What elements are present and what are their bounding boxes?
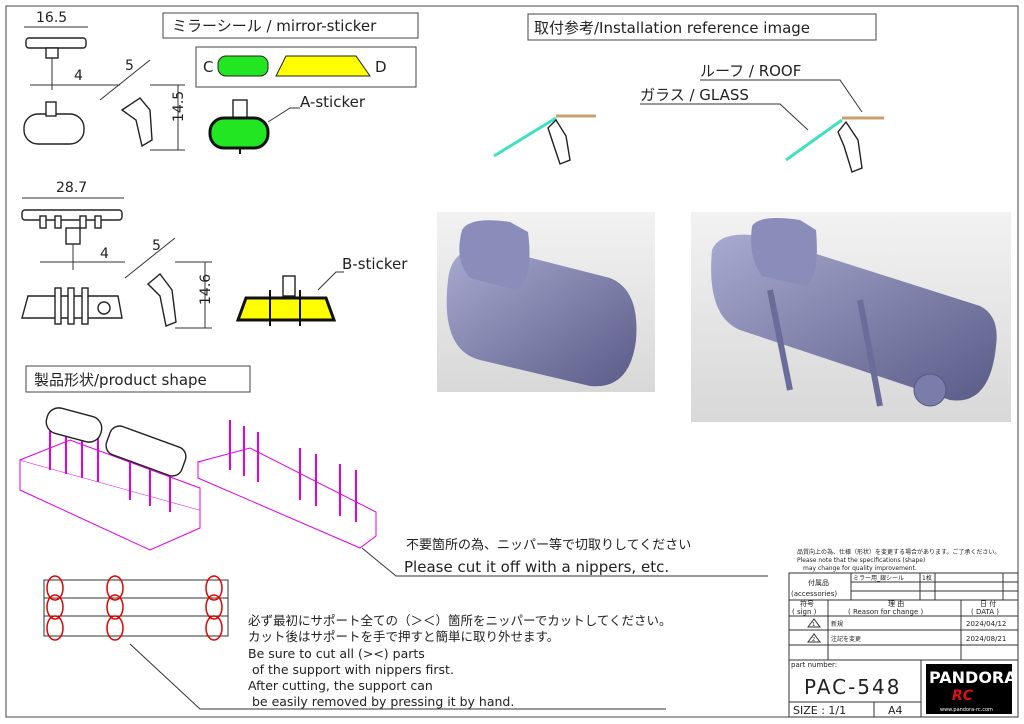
revision-1-sign: 1: [812, 622, 815, 628]
support-note-jp-2: カット後はサポートを手で押すと簡単に取り外せます。: [248, 629, 559, 644]
sticker-c-label: C: [203, 58, 213, 76]
svg-text:www.pandora-rc.com: www.pandora-rc.com: [940, 707, 993, 713]
date-jp: 日 付: [980, 599, 996, 608]
sticker-d-label: D: [375, 58, 387, 76]
dim-a-offset: 4: [74, 68, 83, 84]
revision-2-sign: 2: [812, 637, 815, 643]
support-note-jp-1: 必ず最初にサポート全ての（＞＜）箇所をニッパーでカットしてください。: [248, 613, 672, 628]
b-sticker-label: B-sticker: [342, 255, 408, 273]
date-en: ( DATA ): [971, 608, 999, 616]
reason-en: ( Reason for change ): [848, 608, 924, 616]
svg-text:RC: RC: [952, 688, 974, 704]
cut-note-en: Please cut it off with a nippers, etc.: [404, 558, 669, 576]
dim-a-angle: 5: [125, 58, 134, 74]
installation-large: ルーフ / ROOF ガラス / GLASS: [640, 62, 884, 173]
render-b-sticker-mirror: [691, 212, 1011, 422]
title-block: 品質向上の為、仕様（形状）を変更する場合があります。ご了承ください。 Pleas…: [788, 548, 1019, 718]
accessories-en: (accessories): [791, 590, 837, 598]
sign-en: ( sign ): [792, 608, 817, 616]
product-sprue-empty: [196, 420, 377, 549]
drawing-frame: [5, 5, 1019, 718]
a-sticker-label: A-sticker: [300, 93, 366, 111]
mirror-a-views: 16.5 4 5 14.5: [23, 10, 187, 151]
support-note-en-2: of the support with nippers first.: [248, 662, 454, 677]
dim-b-width: 28.7: [56, 180, 87, 196]
accessory-qty: 1枚: [922, 574, 932, 582]
paper-size: A4: [888, 704, 903, 717]
notice-en-1: Please note that the specifications (sha…: [797, 557, 925, 564]
svg-text:PANDORA: PANDORA: [929, 668, 1017, 687]
sticker-d: [275, 55, 371, 77]
revision-2-reason: 注記を変更: [831, 635, 861, 643]
installation-title: 取付参考/Installation reference image: [534, 19, 810, 37]
installation-small: [493, 114, 596, 165]
b-sticker-view: B-sticker: [235, 255, 408, 326]
notice-jp: 品質向上の為、仕様（形状）を変更する場合があります。ご了承ください。: [797, 548, 1000, 556]
product-shape-title-box: [25, 365, 251, 393]
dim-b-angle: 5: [152, 238, 161, 254]
revision-1-date: 2024/04/12: [966, 620, 1006, 628]
roof-label: ルーフ / ROOF: [700, 62, 801, 80]
sign-jp: 符号: [800, 599, 814, 608]
glass-label: ガラス / GLASS: [640, 86, 749, 104]
dim-a-width: 16.5: [36, 10, 67, 26]
accessory-item: ミラー用_銀シール: [853, 574, 904, 582]
notice-en-2: may change for quality improvement.: [803, 565, 917, 572]
mirror-sticker-title: ミラーシール / mirror-sticker: [172, 17, 377, 35]
support-note-en-1: Be sure to cut all (><) parts: [248, 646, 425, 661]
part-number: PAC-548: [804, 675, 901, 699]
dim-a-height: 14.5: [171, 91, 187, 122]
accessories-jp: 付属品: [808, 578, 829, 587]
a-sticker-view: A-sticker: [208, 93, 366, 154]
mirror-b-views: 28.7 4 5 14.6: [21, 180, 214, 329]
dim-b-height: 14.6: [198, 274, 214, 305]
installation-title-box: [527, 13, 877, 41]
revision-2-date: 2024/08/21: [966, 635, 1006, 643]
revision-1-reason: 新規: [831, 620, 843, 628]
cut-note-leader: [361, 547, 768, 577]
sticker-c: [217, 55, 269, 77]
support-diagram: [43, 575, 666, 710]
size-label: SIZE : 1/1: [793, 704, 846, 717]
dim-b-offset: 4: [100, 246, 109, 262]
reason-jp: 理 由: [888, 599, 904, 608]
part-number-label: part number:: [791, 661, 837, 669]
product-sprue-with-parts: [19, 407, 201, 551]
support-note-en-4: be easily removed by pressing it by hand…: [248, 694, 514, 709]
pandora-rc-logo: PANDORA RC www.pandora-rc.com: [926, 664, 1017, 714]
cut-note-jp: 不要箇所の為、ニッパー等で切取りしてください: [406, 537, 691, 553]
support-note-en-3: After cutting, the support can: [248, 678, 433, 693]
mirror-sticker-title-box: [162, 12, 419, 39]
product-shape-title: 製品形状/product shape: [34, 371, 207, 389]
render-a-sticker-mirror: [437, 212, 655, 392]
